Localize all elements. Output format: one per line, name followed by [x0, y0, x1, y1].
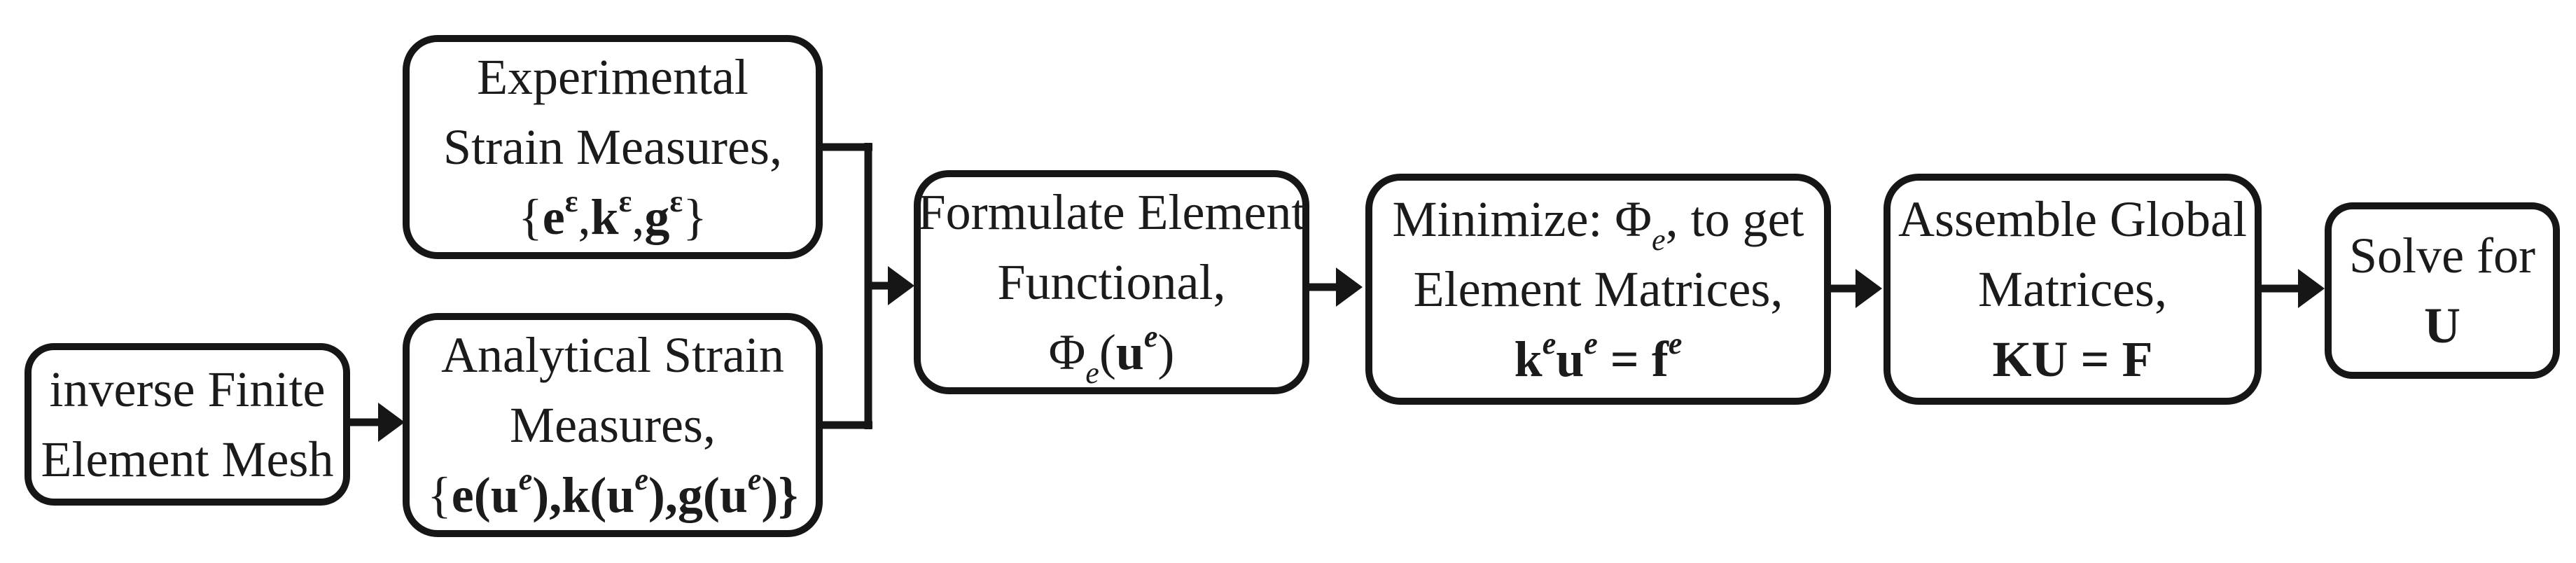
node-assemble-global: Assemble Global Matrices, KU = F	[1884, 174, 2262, 405]
node-formula: {e(ue),k(ue),g(ue)}	[427, 462, 798, 524]
node-line: Minimize: Φe, to get	[1392, 191, 1804, 257]
phi-symbol: Φ	[1615, 191, 1652, 247]
node-line: Element Mesh	[41, 431, 334, 487]
node-line: Experimental	[477, 49, 749, 105]
arrow-merge-to-formulate-head	[888, 266, 914, 305]
node-formula: Φe(ue)	[1048, 319, 1175, 390]
node-line: Solve for	[2349, 228, 2535, 284]
node-formulate-functional: Formulate Element Functional, Φe(ue)	[914, 170, 1309, 394]
node-formula: {eε,kε,gε}	[518, 184, 707, 246]
node-line: Functional,	[997, 254, 1226, 310]
phi-symbol: Φ	[1048, 324, 1086, 380]
node-solve-u: Solve for U	[2325, 202, 2560, 379]
node-analytical-strain: Analytical Strain Measures, {e(ue),k(ue)…	[403, 313, 823, 537]
node-line: Assemble Global	[1898, 191, 2247, 247]
node-formula: KU = F	[1992, 331, 2153, 387]
node-experimental-strain: Experimental Strain Measures, {eε,kε,gε}	[403, 35, 823, 259]
arrow-assemble-to-solve-head	[2298, 269, 2325, 308]
node-formula: keue = fe	[1514, 326, 1683, 388]
node-line: Analytical Strain	[441, 327, 784, 383]
arrow-formulate-to-minimize-head	[1336, 267, 1363, 307]
node-line: Formulate Element	[917, 184, 1306, 240]
node-line: Element Matrices,	[1413, 261, 1783, 317]
arrow-minimize-to-assemble-head	[1856, 269, 1882, 308]
arrow-mesh-to-analytical-head	[378, 403, 405, 442]
node-line: Measures,	[510, 397, 716, 453]
node-inverse-fe-mesh: inverse Finite Element Mesh	[25, 343, 350, 506]
node-line: inverse Finite	[49, 361, 326, 417]
node-line: U	[2424, 298, 2460, 354]
node-line: Strain Measures,	[443, 119, 782, 175]
node-line: Matrices,	[1978, 261, 2167, 317]
node-minimize-functional: Minimize: Φe, to get Element Matrices, k…	[1365, 174, 1831, 405]
